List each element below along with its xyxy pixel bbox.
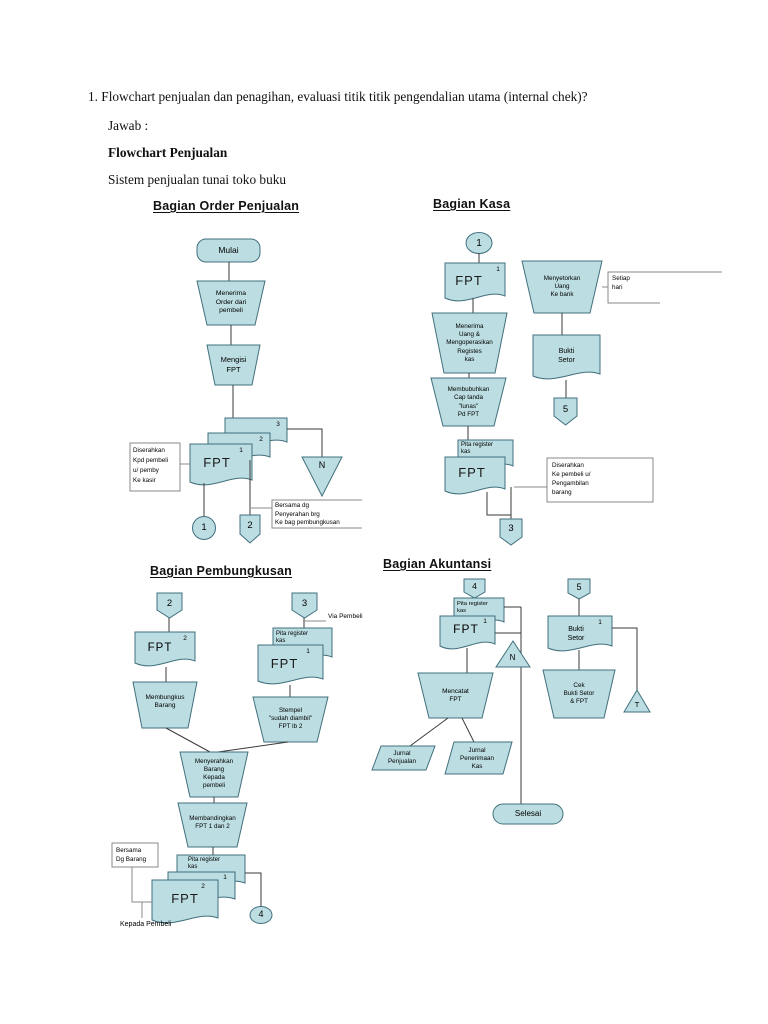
label-connector-1: 1	[201, 521, 207, 533]
question-text: 1. Flowchart penjualan dan penagihan, ev…	[88, 89, 588, 104]
label-fpt-copy: 1	[496, 265, 500, 273]
title-bagian-kasa: Bagian Kasa	[433, 197, 511, 211]
label-fpt-bottom: FPT	[171, 890, 199, 906]
label-fpt: FPT	[455, 272, 483, 288]
note-setiap-hari: Setiap hari	[612, 275, 630, 291]
label-fpt: FPT	[453, 622, 479, 637]
label-connector-2: 2	[247, 519, 253, 531]
label-doc-mid-copy: 1	[223, 873, 227, 881]
label-fpt-right: FPT	[270, 655, 299, 671]
label-mencatat: Mencatat FPT	[442, 687, 469, 703]
flowchart-title: Flowchart Penjualan	[108, 145, 228, 160]
label-fpt-2: FPT	[458, 464, 486, 480]
label-pita-register: Pita register kas	[461, 442, 494, 456]
label-archive-n: N	[509, 653, 516, 663]
label-menyerahkan: Menyerahkan Barang Kepada pembeli	[194, 757, 234, 790]
flow-line	[245, 872, 262, 906]
label-fpt-left-copy: 2	[183, 634, 187, 642]
title-bagian-akuntansi: Bagian Akuntansi	[383, 557, 492, 571]
flow-line	[165, 727, 211, 753]
label-menerima-uang: Menerima Uang & Mengoperasikan Registes …	[446, 323, 493, 363]
label-cek: Cek Bukti Setor & FPT	[563, 681, 595, 706]
note-diserahkan-pembeli: Diserahkan Ke pembeli u/ Pengambilan bar…	[552, 462, 591, 497]
label-connector-3: 3	[508, 522, 514, 534]
label-connector-1: 1	[476, 238, 482, 249]
note-bersama-barang: Bersama Dg Barang	[116, 847, 147, 864]
label-archive-t: T	[634, 699, 640, 709]
label-copy-3: 3	[276, 420, 280, 428]
label-fpt: FPT	[203, 454, 231, 470]
label-membandingkan: Membandingkan FPT 1 dan 2	[189, 814, 236, 830]
label-menerima-order: Menerima Order dari pembeli	[215, 289, 247, 315]
label-stempel: Stempel "sudah diambil" FPT lb 2	[268, 706, 313, 731]
flow-line	[409, 717, 449, 747]
label-copy-2: 2	[259, 435, 263, 443]
label-jurnal-penjualan: Jurnal Penjualan	[387, 749, 416, 765]
flow-line	[461, 717, 475, 743]
flow-line	[217, 741, 289, 753]
label-fpt-right-copy: 1	[306, 647, 310, 655]
label-archive-n: N	[318, 460, 326, 471]
label-pita-register: Pita register kas	[276, 631, 309, 645]
label-connector-4: 4	[258, 909, 264, 920]
note-via-pembeli: Via Pembeli	[328, 613, 363, 620]
label-copy-1: 1	[239, 446, 243, 454]
label-membubuhkan: Membubuhkan Cap tanda "lunas" Pd FPT	[447, 386, 490, 418]
label-kepada-pembeli: Kepada Pembeli	[120, 921, 172, 928]
label-bukti-setor: Bukti Setor	[567, 625, 585, 642]
annotation-connector	[131, 867, 152, 903]
label-connector-5: 5	[562, 404, 569, 416]
label-connector-5: 5	[576, 582, 582, 593]
label-fpt-left: FPT	[147, 641, 173, 654]
flow-line	[486, 492, 511, 516]
note-diserahkan-kasir: Diserahkan Kpd pembeli u/ pemby Ke kasir	[133, 447, 169, 485]
label-fpt-copy: 1	[483, 617, 487, 625]
flow-line	[612, 627, 638, 690]
label-selesai: Selesai	[514, 808, 542, 818]
title-bagian-pembungkusan: Bagian Pembungkusan	[150, 564, 293, 578]
flow-line	[287, 428, 323, 457]
label-membungkus: Membungkus Barang	[145, 693, 185, 709]
title-bagian-order-penjualan: Bagian Order Penjualan	[153, 199, 300, 213]
label-fpt-bottom-copy: 2	[201, 882, 205, 890]
jawab-label: Jawab :	[108, 118, 149, 133]
label-pita-register-2: Pita register kas	[188, 857, 221, 871]
label-connector-3: 3	[301, 597, 308, 609]
label-connector-4: 4	[472, 580, 477, 591]
label-pita-register: Pita register kas	[457, 601, 488, 614]
label-bukti-copy: 1	[598, 618, 602, 626]
label-mengisi-fpt: Mengisi FPT	[220, 355, 247, 374]
label-bukti-setor: Bukti Setor	[558, 347, 575, 364]
label-jurnal-penerimaan: Jurnal Penerimaan Kas	[460, 746, 494, 771]
note-bersama-dg: Bersama dg Penyerahan brg Ke bag pembung…	[275, 502, 340, 526]
label-mulai: Mulai	[218, 244, 239, 255]
label-connector-2: 2	[166, 597, 173, 609]
subtitle: Sistem penjualan tunai toko buku	[108, 172, 287, 187]
label-menyetorkan: Menyetorkan Uang Ke bank	[543, 274, 581, 299]
